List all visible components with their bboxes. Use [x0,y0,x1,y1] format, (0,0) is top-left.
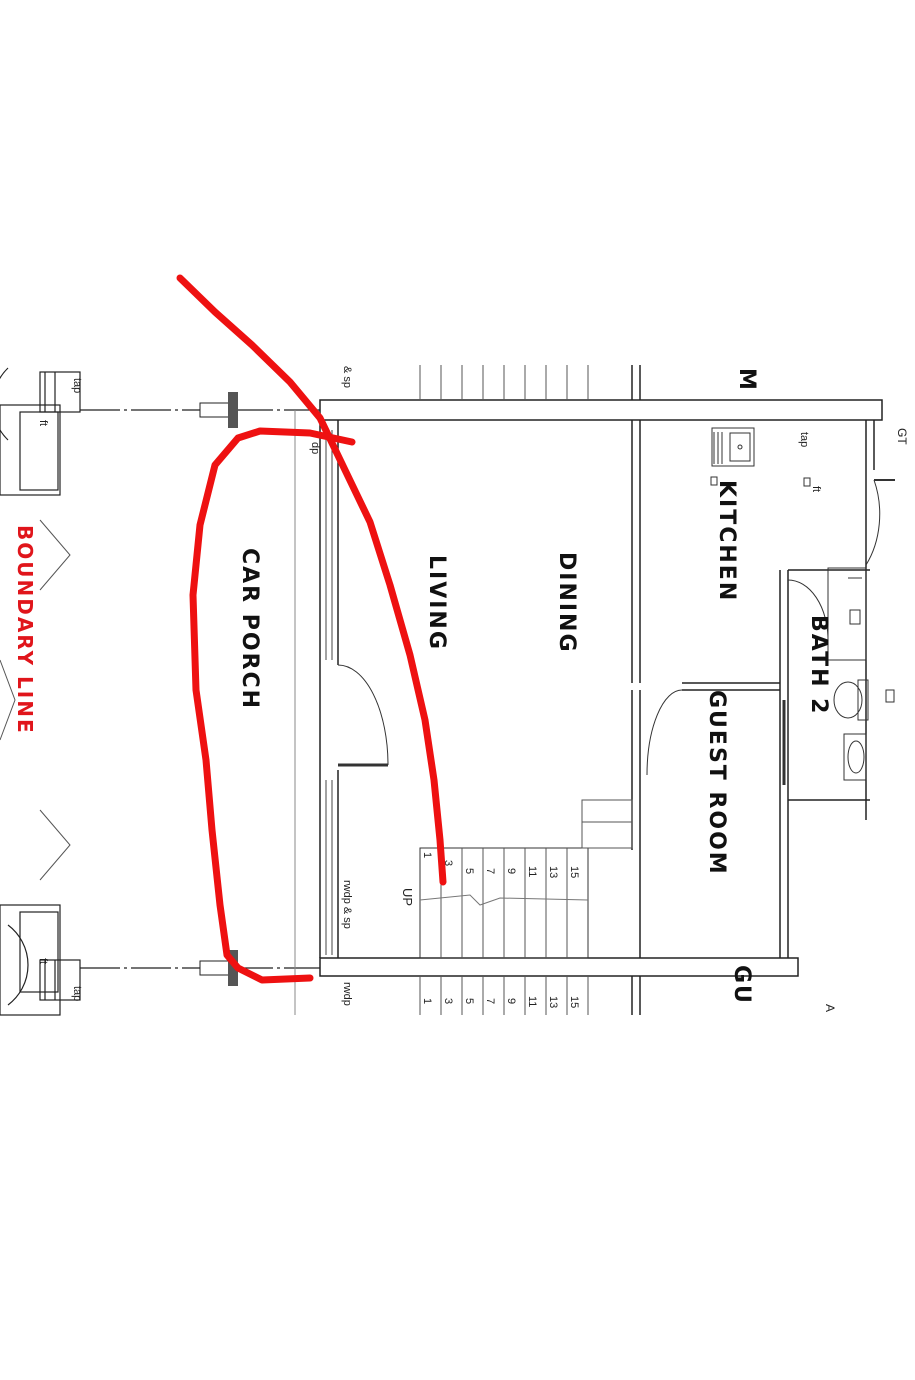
stair-step-7: 7 [484,868,496,874]
stair-numbers-upper: 1 3 5 7 9 11 13 15 [421,852,580,878]
corner-a-label: A [823,1004,837,1012]
room-label-kitchen: KITCHEN [714,480,739,602]
bath-door [782,579,829,785]
room-label-living: LIVING [424,555,449,651]
stair-step-15: 15 [568,866,580,878]
stair-step-3: 3 [442,998,454,1004]
stair-step-3: 3 [442,860,454,866]
room-labels: CAR PORCH LIVING DINING KITCHEN BATH 2 G… [237,368,831,1005]
red-markup [176,274,447,984]
neighbour-structure-bottom [0,904,81,1016]
room-label-guest-room: GUEST ROOM [704,690,729,876]
markup-porch-outline [189,427,356,984]
kitchen-tap-marker [710,476,718,486]
main-door [337,664,389,767]
stair-step-11: 11 [526,996,538,1007]
stair-step-5: 5 [463,868,475,874]
stair-top-continuation [419,365,589,400]
room-label-guest-room-next: GU [729,965,754,1005]
neighbour-structure-top [0,367,81,496]
dp-label-top: dp [309,442,321,454]
gt-label: GT [895,428,909,445]
walls [319,365,883,1015]
guest-room-door [646,689,683,776]
washbasin-icon [843,733,867,781]
boundary-markers [0,519,71,881]
rwdp-label-bottom: rwdp [341,982,353,1006]
stair-numbers-lower: 1 3 5 7 9 11 13 15 [421,996,580,1008]
stair-step-13: 13 [547,996,559,1008]
up-label: UP [400,888,415,906]
tap-label-left-top: tap [71,378,83,393]
front-gate-top [80,392,320,428]
room-label-top-partial: M [734,368,759,392]
kitchen-tap-label: tap [798,432,810,447]
staircase [419,799,633,959]
kitchen-back-door [865,479,895,566]
stair-step-9: 9 [505,998,517,1004]
stair-step-1: 1 [421,998,433,1004]
ft-label-left-bottom: ft [37,958,49,964]
boundary-line-label: BOUNDARY LINE [13,525,37,735]
plan-sheet: 1 3 5 7 9 11 13 15 1 3 5 7 9 11 13 15 ta… [0,365,909,1016]
kitchen-sink-icon [711,427,755,467]
markup-strike-line [176,274,447,886]
sp-label-top: & sp [341,366,353,388]
annotations: tap ft tap ft & sp dp rwdp & sp rwdp UP … [37,366,909,1012]
room-label-bath-2: BATH 2 [806,615,831,715]
front-gate-bottom [80,950,320,986]
kitchen-ft-label: ft [810,486,822,492]
tap-label-left-bottom: tap [71,986,83,1001]
shower-icon [827,567,867,661]
stair-step-13: 13 [547,866,559,878]
stair-lower-continuation [419,976,589,1015]
stair-step-11: 11 [526,866,538,877]
stair-step-5: 5 [463,998,475,1004]
room-label-dining: DINING [554,552,579,654]
rwdp-sp-label: rwdp & sp [341,880,353,929]
stair-step-15: 15 [568,996,580,1008]
stair-step-9: 9 [505,868,517,874]
ft-label-left-top: ft [37,420,49,426]
stair-step-7: 7 [484,998,496,1004]
room-label-car-porch: CAR PORCH [237,548,262,710]
stair-step-1: 1 [421,852,433,858]
kitchen-ft-marker [803,477,811,487]
front-window [325,430,333,955]
toilet-icon [833,679,895,721]
